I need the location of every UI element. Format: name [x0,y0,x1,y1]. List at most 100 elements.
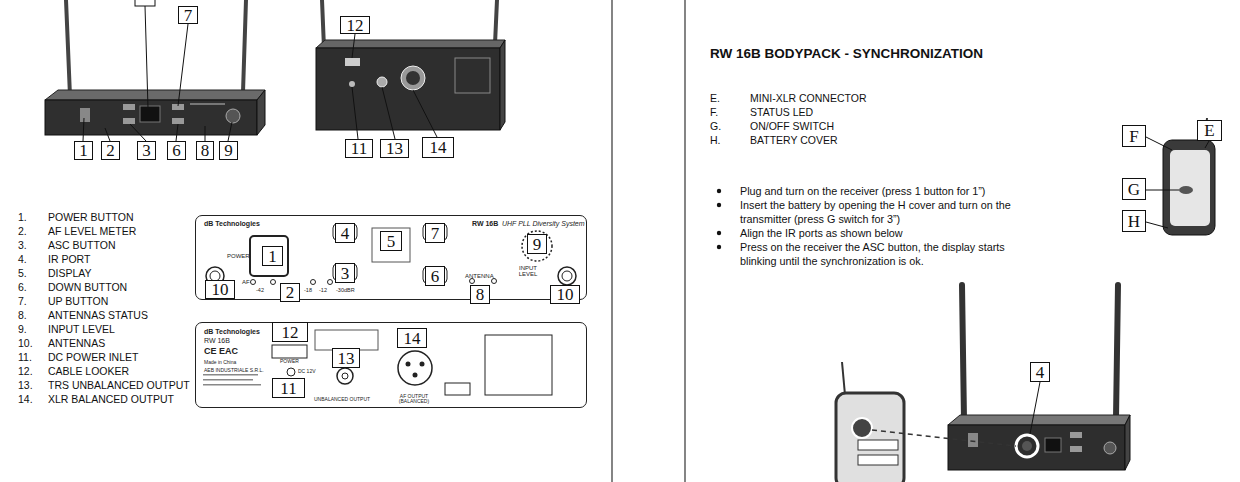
list-number: 13. [18,378,33,392]
list-item: IR PORT [48,252,90,266]
list-item: DISPLAY [48,266,92,280]
xlr-pin [406,362,411,367]
list-number: 1. [18,210,27,224]
instruction-text: Plug and turn on the receiver (press 1 b… [740,184,1040,198]
list-number: 11. [18,350,32,364]
meter-led [311,280,316,285]
power-button [80,108,90,122]
callout-number: 4 [1036,364,1045,381]
panel-text: POWER [227,253,250,259]
callout-number: 1 [79,142,88,159]
callout-box: 6 [167,141,186,160]
callout-box: 2 [101,141,120,160]
callout-number: H [1128,213,1140,230]
list-letter: G. [710,119,721,133]
label-area [485,335,552,395]
page-divider [611,0,612,482]
panel-text: DC 12V [298,369,316,374]
receiver-side [500,40,505,130]
callout-number: 3 [341,265,350,282]
callout-box: 9 [527,234,547,254]
xlr-pin [420,362,425,367]
panel-text: CE EAC [204,347,238,356]
panel-text: AEB INDUSTRIALE S.R.L. [204,368,264,373]
bodypack-face [1170,150,1210,226]
callout-box: 12 [340,16,370,34]
list-number: 4. [18,252,27,266]
cut-callout-box [135,0,155,6]
callout-box: 2 [280,283,300,302]
callout-number: 9 [533,236,542,253]
callout-box: 5 [380,231,402,251]
callout-number: 12 [347,17,364,34]
receiver-side [1125,415,1130,470]
receiver-side [257,90,265,135]
callout-number: 10 [212,281,229,298]
callout-number: 3 [142,142,151,159]
leader-line [352,87,358,139]
knob [226,109,240,123]
bullet-dot [717,189,721,193]
leader-line [1146,222,1168,228]
receiver-front [948,425,1125,470]
callout-number: 6 [172,142,181,159]
callout-number: 10 [557,286,574,303]
callout-box: G [1122,178,1146,200]
button [172,118,184,124]
list-item: XLR BALANCED OUTPUT [48,392,174,406]
callout-box: 7 [178,6,198,24]
leader-line [105,128,110,141]
meter-led [328,280,333,285]
list-number: 2. [18,224,27,238]
callout-box: F [1122,125,1146,147]
dc-inlet [349,81,355,87]
panel-text: AF OUTPUT (BALANCED) [388,394,440,405]
xlr-connector [401,66,425,90]
panel-text: UHF PLL Diversity System [502,220,585,227]
bodypack-label [858,455,898,465]
callout-number: 13 [338,350,355,367]
display [1045,438,1061,452]
callout-box: 14 [397,328,427,348]
panel-text: INPUT LEVEL [514,265,542,278]
callout-number: 9 [224,142,233,159]
receiver-front [45,100,257,135]
list-item: ON/OFF SWITCH [750,119,834,133]
leader-line [176,124,178,141]
callout-box: 13 [332,348,360,368]
callout-box: 8 [470,285,490,304]
list-item: STATUS LED [750,105,813,119]
leader-line [83,118,84,141]
trs-jack [377,77,387,87]
xlr-connector [406,71,420,85]
callout-box: 3 [335,263,355,283]
leader-line [1146,190,1179,191]
list-item: INPUT LEVEL [48,322,115,336]
callout-number: 14 [430,139,447,156]
callout-number: 7 [184,7,193,24]
panel-text: Made in China [204,360,236,365]
antenna-socket [558,267,576,285]
list-item: MINI-XLR CONNECTOR [750,91,866,105]
callout-box: E [1197,120,1222,141]
list-item: DOWN BUTTON [48,280,127,294]
callout-box: 6 [425,266,445,286]
xlr-pin [413,373,418,378]
callout-box: 7 [425,223,445,243]
bodypack-label [858,440,898,450]
callout-number: 11 [280,380,296,397]
list-item: UP BUTTON [48,294,108,308]
panel-text: POWER [280,359,299,364]
trs-jack [342,373,348,379]
page-divider [684,0,685,482]
bullet-dot [717,231,721,235]
callout-number: 2 [106,142,115,159]
callout-box: 1 [74,141,93,160]
list-item: AF LEVEL METER [48,224,136,238]
leader-line [1030,382,1040,434]
panel-text: ANTENNA [465,273,494,279]
antenna-socket [562,271,572,281]
list-number: 9. [18,322,27,336]
callout-box: H [1122,210,1146,232]
ir-port [1022,441,1032,451]
